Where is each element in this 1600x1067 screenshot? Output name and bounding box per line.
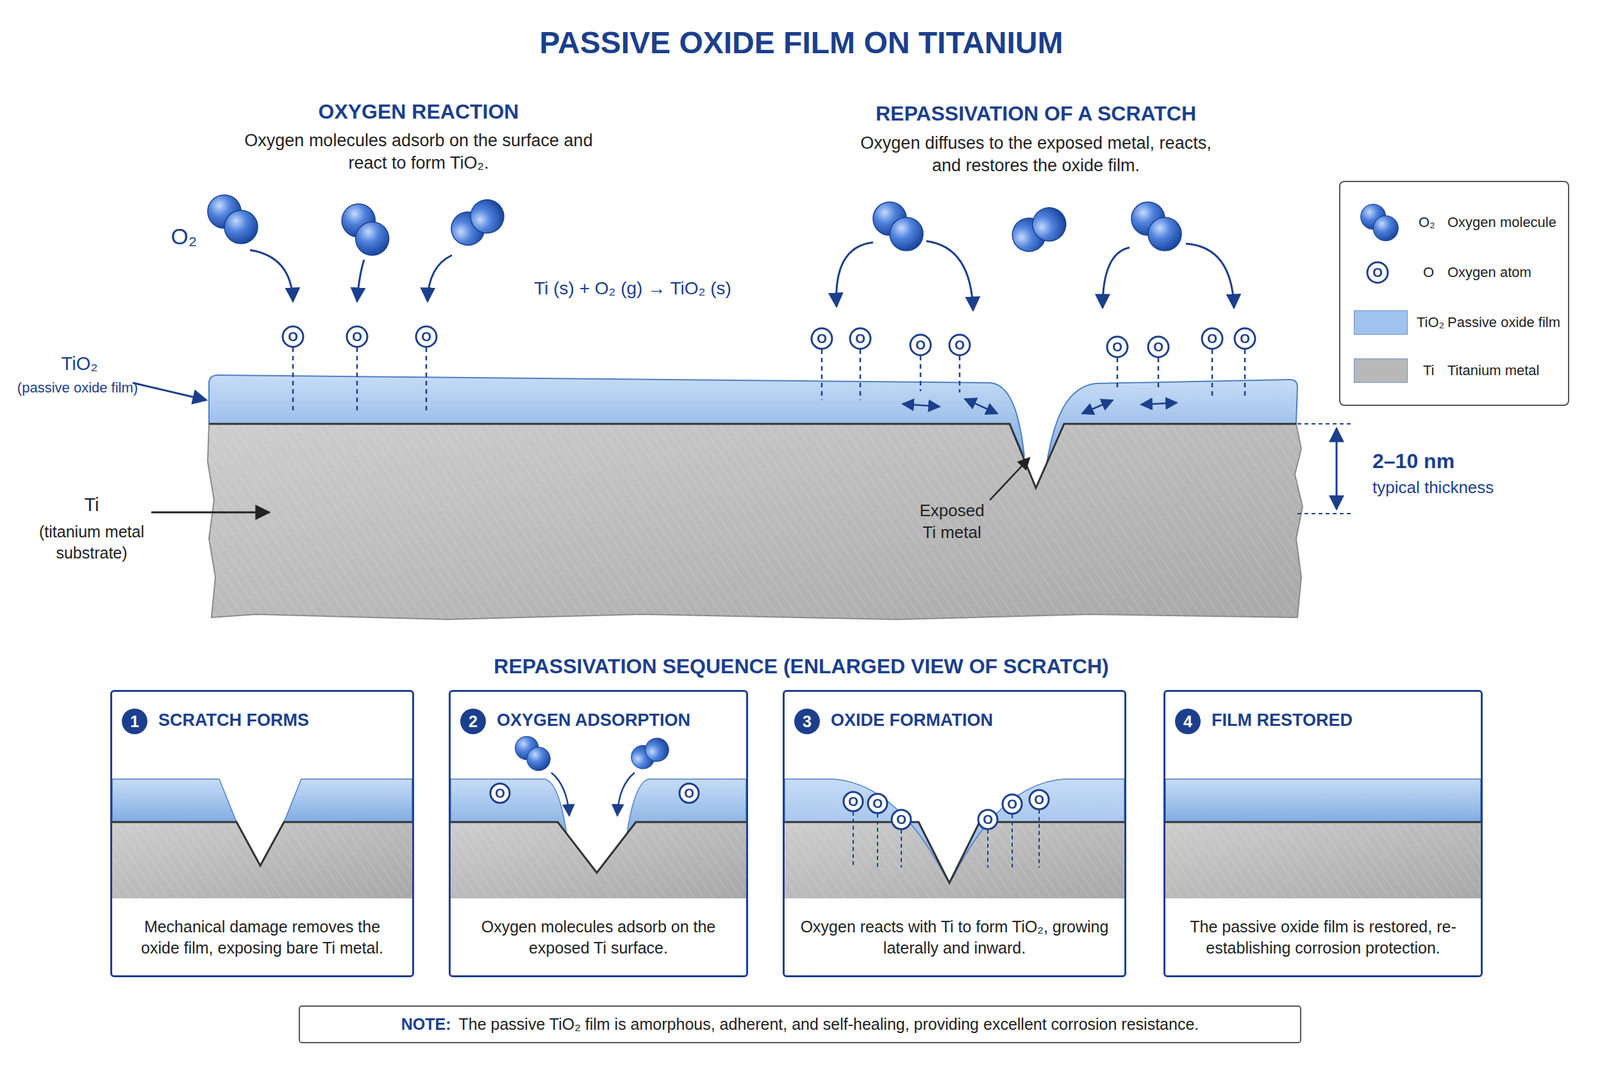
section-heading: REPASSIVATION OF A SCRATCH (875, 100, 1197, 128)
layer-label: TiO₂ (61, 351, 99, 377)
callout-label: Exposed Ti metal (915, 500, 990, 544)
step-description: Oxygen reacts with Ti to form TiO₂, grow… (796, 916, 1113, 958)
oxygen-atom-label: O (1033, 791, 1045, 808)
section-description: Oxygen molecules adsorb on the surface a… (239, 129, 599, 175)
legend-key: O (1423, 263, 1434, 283)
legend-key: Ti (1423, 361, 1435, 381)
reaction-equation: Ti (s) + O₂ (g) → TiO₂ (s) (533, 276, 732, 300)
oxygen-atom-label: O (855, 330, 866, 347)
step-panel: OXYGEN ADSORPTION Oxygen molecules adsorb… (448, 689, 749, 977)
step-number: 2 (468, 712, 478, 731)
section-description: Oxygen diffuses to the exposed metal, re… (856, 132, 1216, 177)
layer-sublabel: (passive oxide film) (17, 378, 138, 398)
oxygen-atom-label: O (982, 810, 993, 828)
dimension-note: typical thickness (1372, 476, 1494, 499)
oxygen-atom-label: O (1239, 330, 1250, 347)
legend-swatch (1353, 310, 1408, 335)
legend-key: O₂ (1418, 213, 1436, 233)
oxygen-atom-label: O (494, 784, 506, 802)
step-description: The passive oxide film is restored, re-e… (1176, 916, 1470, 958)
step-panel: SCRATCH FORMS Mechanical damage removes t… (110, 689, 415, 977)
section-heading: REPASSIVATION SEQUENCE (ENLARGED VIEW OF… (493, 653, 1109, 681)
step-heading: FILM RESTORED (1211, 708, 1353, 732)
step-heading: SCRATCH FORMS (158, 708, 309, 732)
oxygen-atom-label: O (848, 792, 859, 810)
layer-sublabel: (titanium metal substrate) (17, 521, 166, 563)
step-number: 1 (130, 712, 140, 731)
step-number-badge: 2 (460, 708, 486, 734)
step-number-badge: 1 (121, 708, 148, 734)
step-number: 3 (802, 712, 812, 731)
oxygen-atom-label: O (872, 794, 883, 812)
step-number-badge: 3 (794, 708, 820, 734)
dimension-value: 2–10 nm (1372, 448, 1455, 475)
note-text: The passive TiO₂ film is amorphous, adhe… (458, 1014, 1200, 1034)
legend-text: Oxygen atom (1447, 263, 1532, 283)
step-panel: FILM RESTORED The passive oxide film is r… (1163, 689, 1483, 977)
step-number-badge: 4 (1175, 708, 1201, 734)
oxygen-atom-label: O (816, 330, 827, 347)
legend-key: TiO₂ (1416, 313, 1445, 333)
legend-swatch (1353, 358, 1408, 383)
oxygen-atom-label: O (1007, 795, 1018, 813)
oxygen-atom-label: O (421, 328, 432, 345)
oxygen-atom-label: O (1112, 338, 1123, 356)
step-description: Oxygen molecules adsorb on the exposed T… (462, 916, 735, 958)
oxygen-atom-label: O (954, 336, 965, 354)
step-description: Mechanical damage removes the oxide film… (123, 916, 401, 958)
legend-text: Oxygen molecule (1447, 213, 1557, 233)
oxygen-atom-label: O (915, 336, 926, 354)
step-panel: OXIDE FORMATION Oxygen reacts with Ti to … (782, 689, 1127, 977)
oxygen-atom-label: O (1153, 338, 1164, 356)
note-box: NOTE: The passive TiO₂ film is amorphous,… (298, 1005, 1302, 1043)
oxygen-atom-label: O (896, 810, 907, 828)
layer-label: Ti (83, 492, 99, 518)
oxygen-atom-label: O (1207, 330, 1218, 347)
molecule-label: O₂ (171, 221, 198, 252)
step-heading: OXIDE FORMATION (830, 708, 993, 732)
legend-text: Titanium metal (1447, 361, 1540, 381)
oxygen-atom-label: O (683, 784, 695, 802)
section-heading: OXYGEN REACTION (318, 98, 520, 126)
step-heading: OXYGEN ADSORPTION (496, 708, 691, 732)
oxygen-atom-label: O (351, 328, 363, 345)
step-number: 4 (1183, 712, 1193, 731)
note-heading: NOTE: (401, 1014, 452, 1034)
oxygen-atom-label: O (1372, 264, 1383, 281)
title: PASSIVE OXIDE FILM ON TITANIUM (539, 23, 1064, 63)
oxygen-atom-label: O (287, 328, 299, 345)
legend-text: Passive oxide film (1447, 313, 1561, 333)
